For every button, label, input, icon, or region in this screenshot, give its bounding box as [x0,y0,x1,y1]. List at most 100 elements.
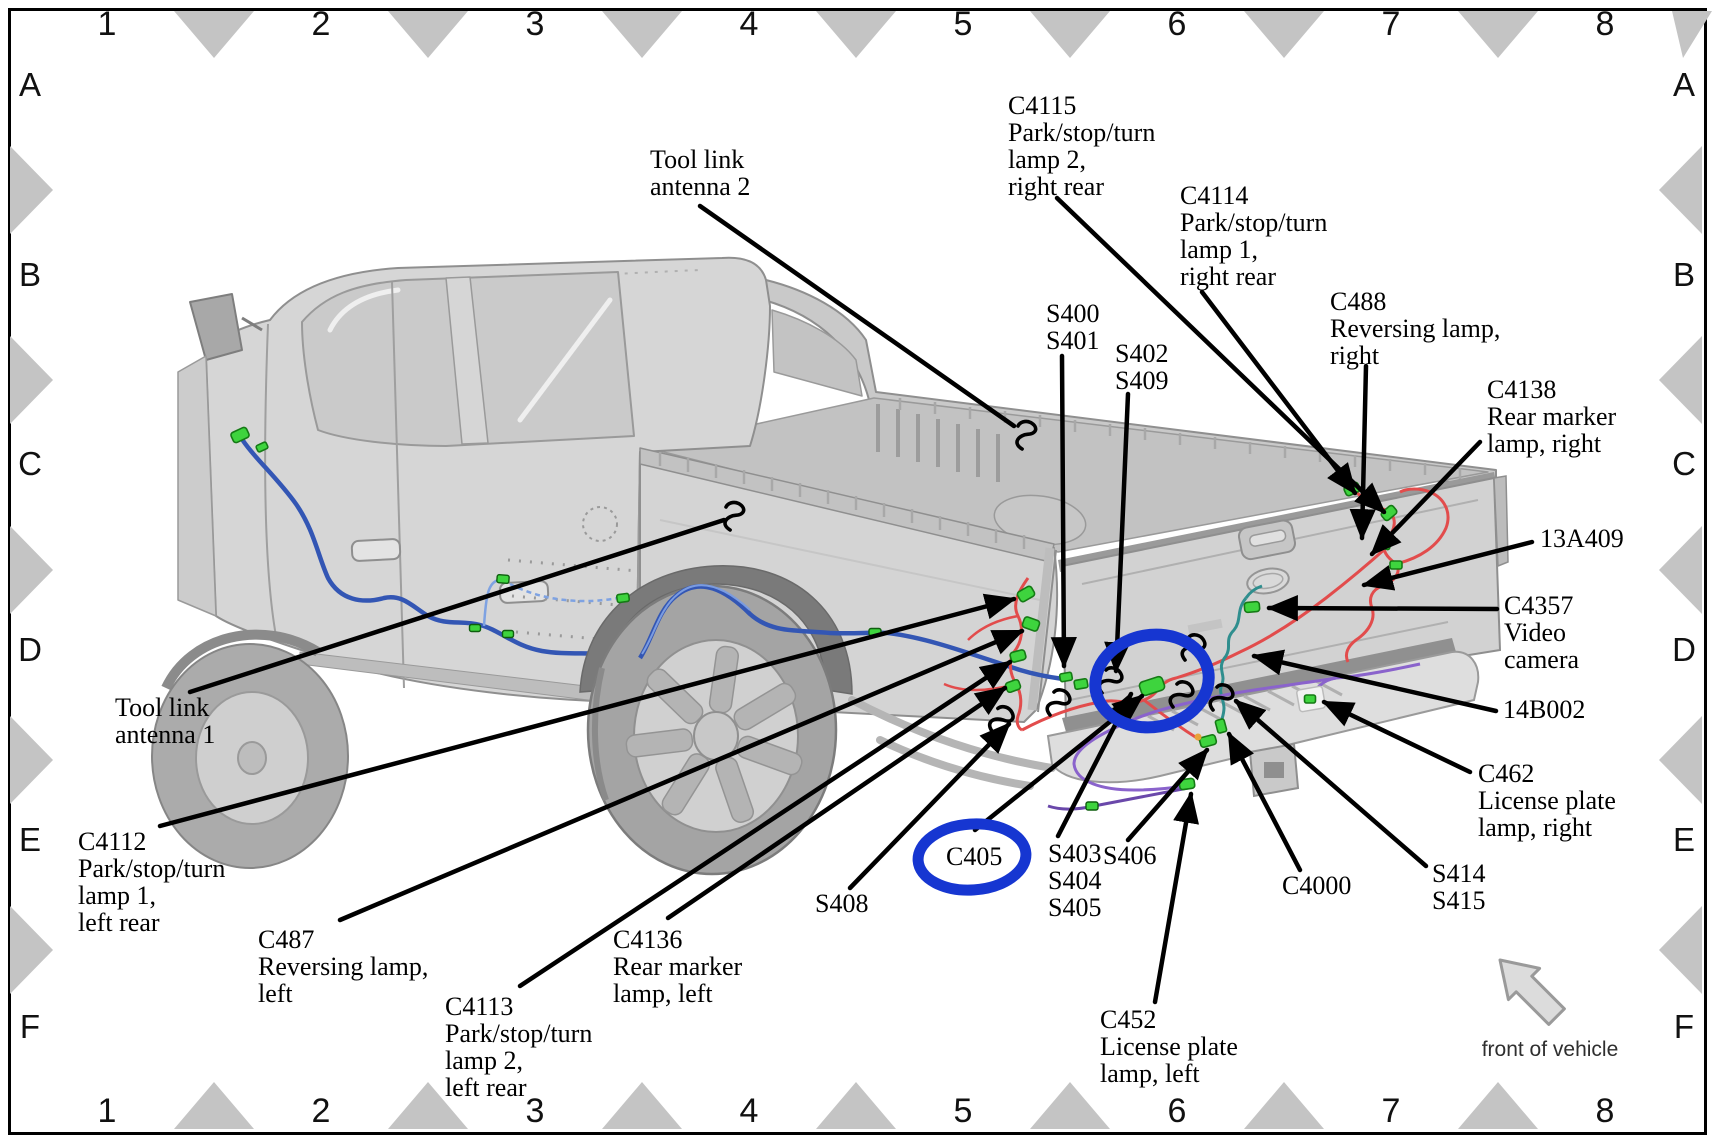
leader-c4357 [1266,595,1500,622]
grid-col-top-1: 1 [97,5,117,43]
grid-col-bottom-2: 2 [311,1092,331,1130]
grid-col-bottom-8: 8 [1595,1092,1615,1130]
leader-c4136 [665,685,1008,921]
leader-c4112 [157,593,1017,829]
grid-col-top-3: 3 [525,5,545,43]
leader-13a409 [1361,539,1535,591]
fuel-door [582,506,618,542]
callout-c4138: C4138 Rear marker lamp, right [1487,375,1617,458]
callout-s400-s401: S400 S401 [1046,299,1100,355]
callout-s402-s409: S402 S409 [1115,339,1169,395]
connector-icon [1303,694,1317,704]
grid-col-bottom-1: 1 [97,1092,117,1130]
connector-icon [1085,801,1099,811]
callout-c4357: C4357 Video camera [1504,591,1580,674]
callout-c4114: C4114 Park/stop/turn lamp 1, right rear [1180,181,1328,291]
leader-c4138 [1369,439,1483,557]
callout-c4113: C4113 Park/stop/turn lamp 2, left rear [445,992,593,1102]
connector-icon [1198,733,1218,749]
connector-icon [615,592,631,604]
grid-row-right-e: E [1672,821,1695,858]
callout-c452: C452 License plate lamp, left [1100,1005,1238,1088]
callout-13a409: 13A409 [1540,524,1624,553]
connector-icon [230,426,250,444]
callout-s403-s404-s405: S403 S404 S405 [1048,839,1102,922]
connector-icon [1073,677,1089,691]
grid-row-right-b: B [1672,256,1695,293]
truck-illustration [151,256,1497,869]
callout-c4112: C4112 Park/stop/turn lamp 1, left rear [78,827,226,937]
grid-col-bottom-3: 3 [525,1092,545,1130]
leader-c462 [1321,699,1473,775]
grid-row-left-d: D [18,631,42,668]
callout-c4136: C4136 Rear marker lamp, left [613,925,743,1008]
leader-tool-link-antenna-1 [187,517,727,695]
grid-row-left-b: B [18,256,41,293]
grid-col-top-5: 5 [953,5,973,43]
grid-row-left-f: F [19,1008,41,1045]
grid-col-top-8: 8 [1595,5,1615,43]
connector-icon [255,441,269,453]
page-border [8,8,1707,1135]
grid-col-top-6: 6 [1167,5,1187,43]
wiring-harness-teal [1219,584,1263,728]
highlight-ellipse-c405 [912,818,1032,896]
connector-icon [468,623,482,633]
grid-col-bottom-5: 5 [953,1092,973,1130]
leader-s414-s415 [1233,698,1429,869]
cab-rear-window [771,309,863,397]
connector-icon [1214,718,1228,734]
grid-row-left-c: C [18,445,42,482]
highlight-ellipse-connector [1089,628,1215,734]
side-mirror [189,293,243,361]
connector-icon [1389,560,1403,570]
connector-icon [1058,671,1074,683]
grid-col-top-2: 2 [311,5,331,43]
leader-14b002 [1251,649,1499,714]
leader-s400-s401 [1050,353,1077,669]
grid-col-top-4: 4 [739,5,759,43]
callout-c488: C488 Reversing lamp, right [1330,287,1501,370]
leader-tool-link-antenna-2 [697,203,1017,429]
grid-col-bottom-6: 6 [1167,1092,1187,1130]
door-handle-front [350,538,402,562]
front-of-vehicle-label: front of vehicle [1481,1038,1619,1061]
connector-icon [1016,585,1036,603]
callout-14b002: 14B002 [1503,695,1586,724]
callout-c4115: C4115 Park/stop/turn lamp 2, right rear [1008,91,1156,201]
connector-icon [496,573,510,585]
callout-c405: C405 [946,842,1003,871]
grid-row-right-f: F [1673,1008,1695,1045]
leader-c452 [1152,791,1200,1005]
callout-c4000: C4000 [1282,871,1352,900]
grid-row-right-c: C [1672,445,1696,482]
leader-c488 [1349,363,1376,541]
grid-row-left-e: E [18,821,41,858]
connector-icon [501,629,515,639]
connector-icon [1021,616,1041,632]
callout-s414-s415: S414 S415 [1432,859,1486,915]
callout-s408: S408 [815,889,869,918]
callout-c462: C462 License plate lamp, right [1478,759,1616,842]
grid-col-top-7: 7 [1381,5,1401,43]
callout-tool-link-antenna-1: Tool link antenna 1 [115,693,216,749]
wiring-harness-blue [638,584,1064,682]
leader-s406 [1125,747,1210,843]
leader-c4000 [1226,731,1303,873]
leader-s408 [847,721,1012,891]
grid-col-bottom-4: 4 [739,1092,759,1130]
grid-row-left-a: A [18,66,41,103]
callout-tool-link-antenna-2: Tool link antenna 2 [650,145,751,201]
front-of-vehicle-arrow-icon [1498,958,1566,1026]
leader-c487 [337,628,1025,923]
callout-s406: S406 [1103,841,1157,870]
leader-c4113 [517,659,1013,989]
grid-row-right-d: D [1672,631,1696,668]
b-pillar [445,276,489,445]
connector-icon-video-camera [1243,600,1261,614]
connector-icon-c405 [1138,675,1166,697]
grid-triangles [10,11,1712,1129]
grid-col-bottom-7: 7 [1381,1092,1401,1130]
